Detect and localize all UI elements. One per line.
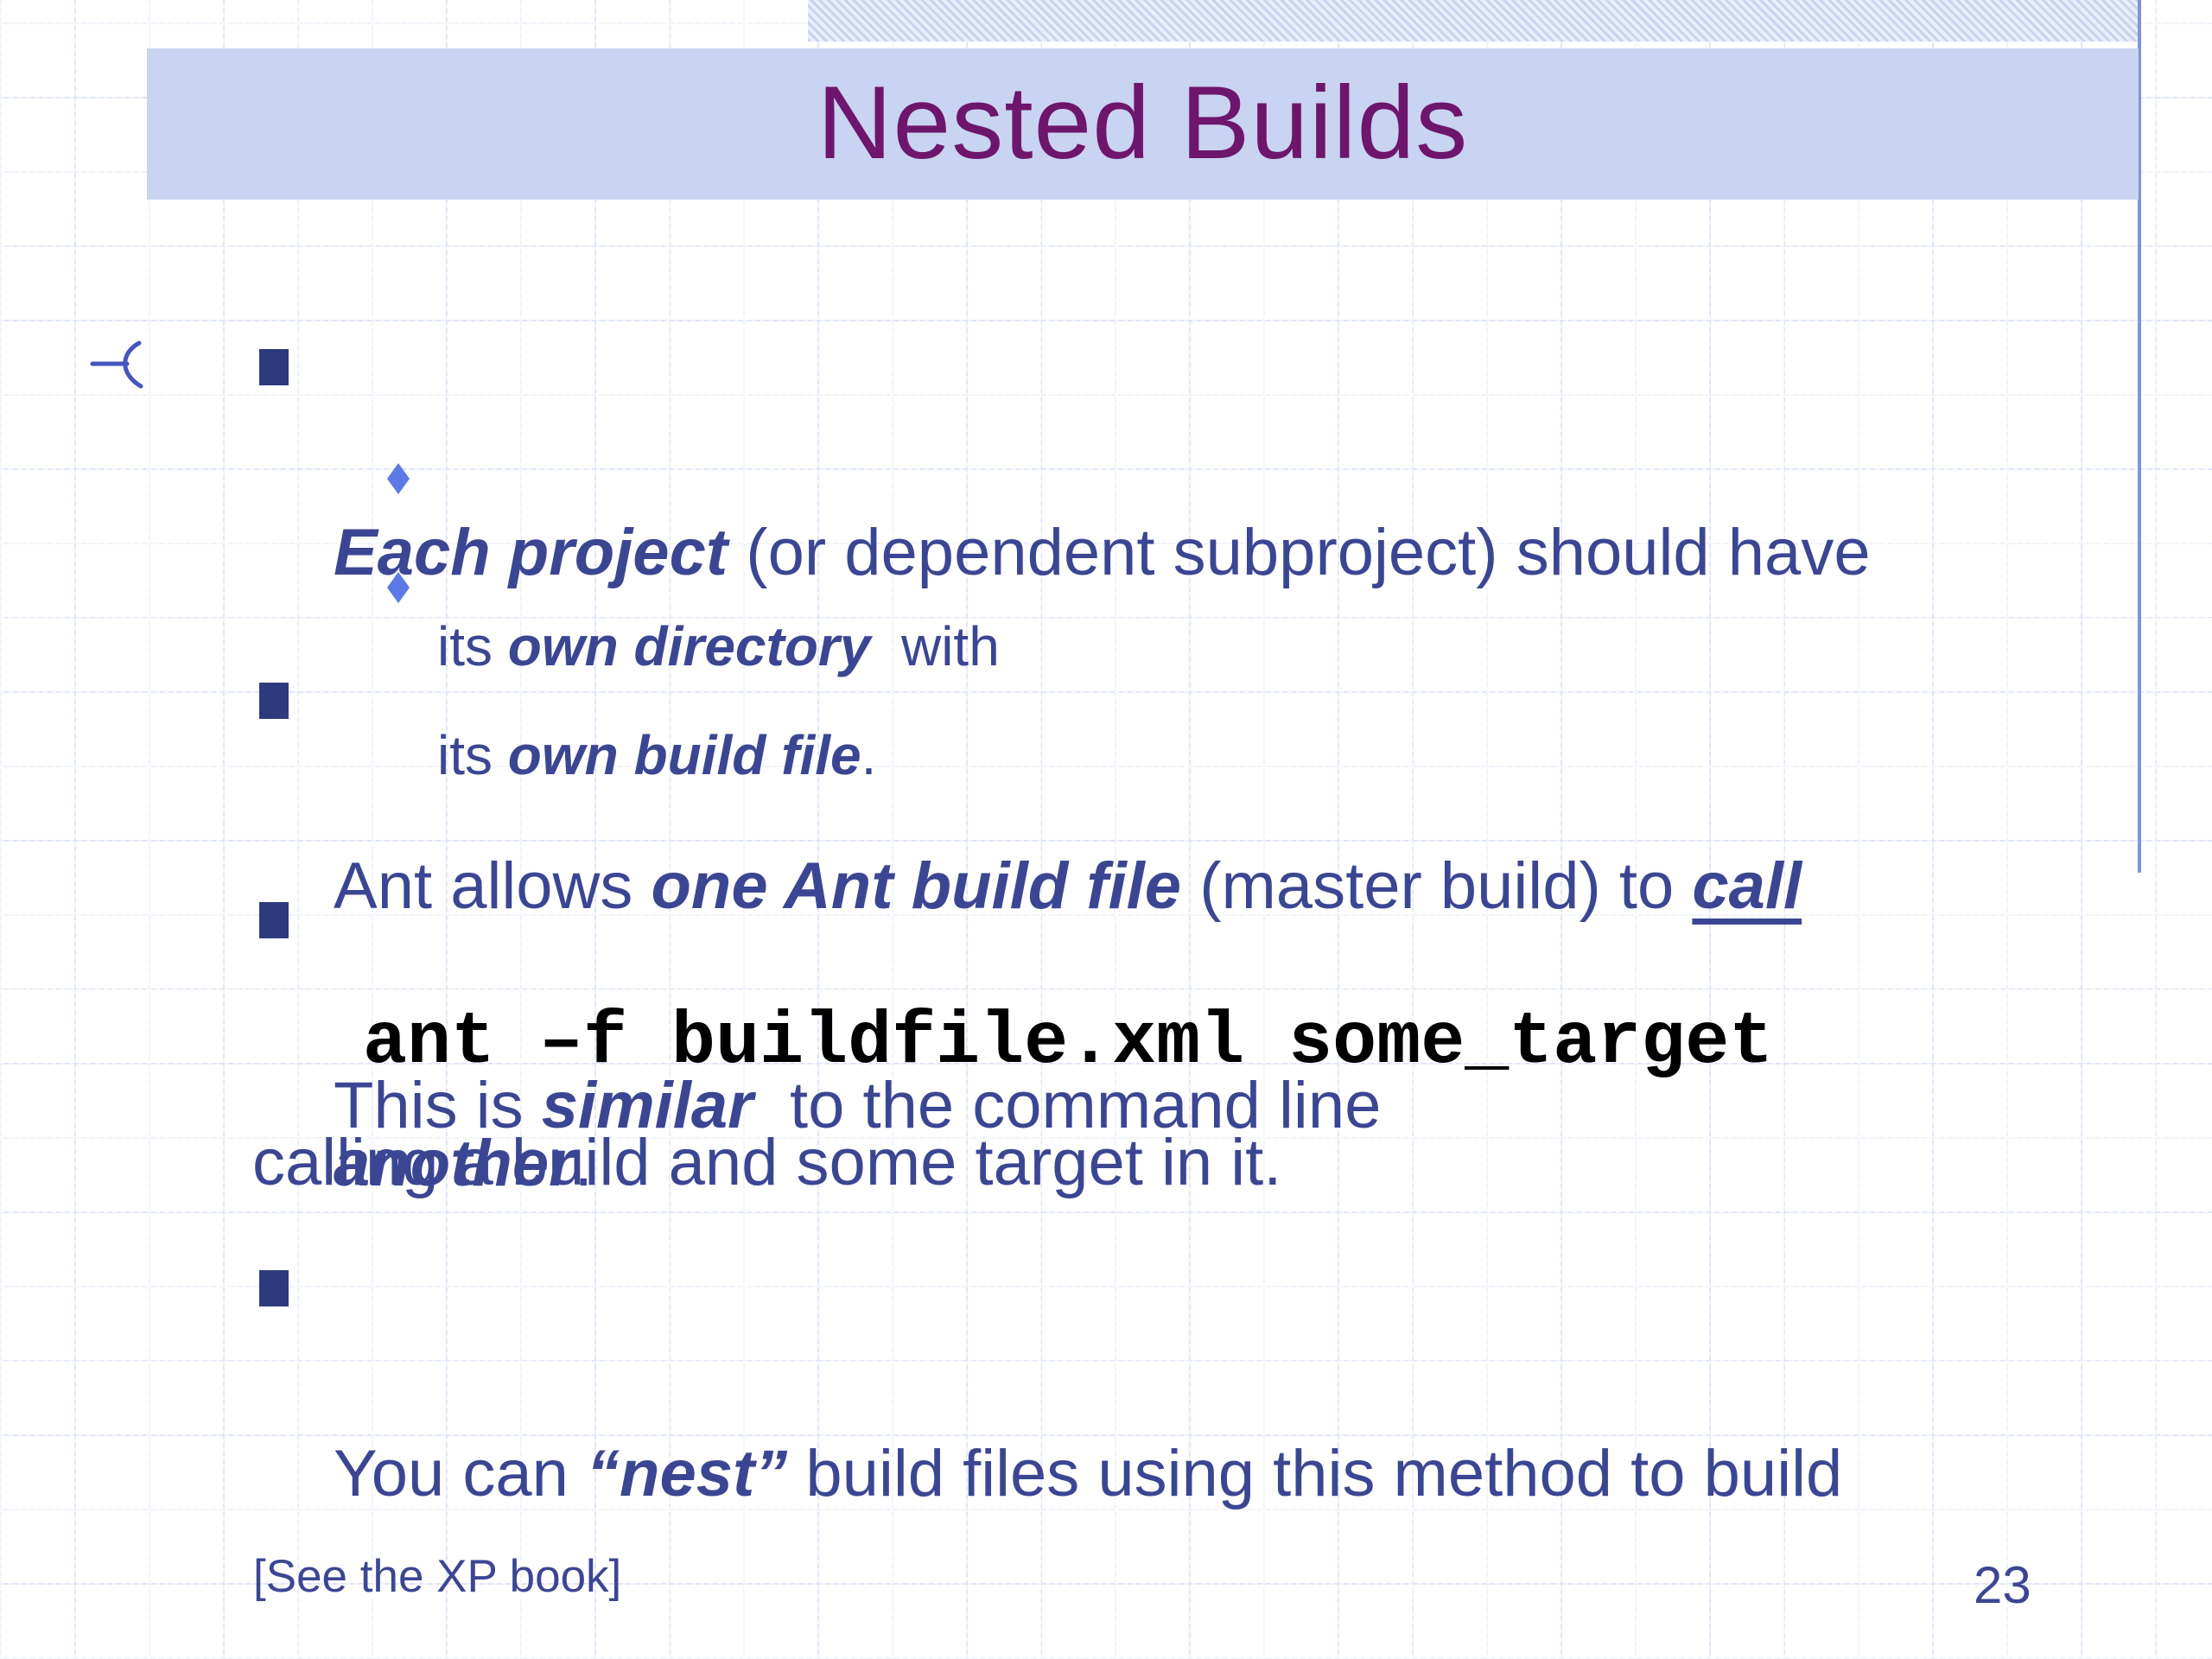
bullet-text: This is similar to the command line [334,874,1381,1337]
body-text: with [870,615,1000,677]
text-line: You can “nest” build files using this me… [334,1427,1842,1520]
body-text: Ant allows [334,849,652,923]
body-text: build files using this method to build [787,1437,1843,1510]
bullet-master-build: Ant allows one Ant build file (master bu… [259,655,2143,1395]
body-text: . [861,724,877,786]
body-text: its [437,724,508,786]
text-line: another. [334,1117,1802,1210]
bullet-square-icon [259,349,289,385]
emphasis-text: own directory [507,615,871,677]
text-line: Each project (or dependent subproject) s… [334,506,1871,599]
text-line: Ant allows one Ant build file (master bu… [334,840,1802,932]
footer-note: [See the XP book] [253,1551,622,1602]
emphasis-text: Each project [334,516,747,589]
bullet-square-icon [259,1270,289,1306]
bullet-diamond-icon [387,572,410,603]
bullet-square-icon [259,902,289,938]
page-number: 23 [1974,1556,2031,1614]
body-text: its [437,615,508,677]
body-text: You can [334,1437,588,1510]
callout-arrow-icon [90,340,143,389]
title-banner: Nested Builds [147,48,2139,200]
right-border-line [2138,0,2141,873]
text-line: This is similar to the command line [334,1059,1381,1152]
bullet-similar-command-line: This is similar to the command line [259,874,2143,1337]
bullet-text: its own build file. [437,548,876,963]
body-text: to the command line [753,1069,1382,1142]
bullet-each-project: Each project (or dependent subproject) s… [259,321,2143,784]
emphasis-text: “nest” [587,1437,788,1510]
bullet-nest-build-files: You can “nest” build files using this me… [259,1243,2143,1659]
text-line: its own directory with [437,605,1000,688]
bullet-text: Each project (or dependent subproject) s… [334,321,1871,784]
body-text: (master build) to [1181,849,1693,923]
body-text: . [574,1127,593,1200]
text-line: its own build file. [437,714,876,797]
emphasis-text: another [334,1127,575,1200]
emphasis-underline-text: call [1692,849,1802,923]
body-text: This is [334,1069,542,1142]
top-hatch-band [808,0,2141,41]
bullet-square-icon [259,683,289,719]
calling-build-text: calling a build and some target in it. [252,1126,1282,1199]
emphasis-text: one Ant build file [651,849,1182,923]
bullet-diamond-icon [387,463,410,494]
emphasis-text: similar [541,1069,753,1142]
body-text: (or dependent subproject) should have [746,516,1871,589]
bullet-text: Ant allows one Ant build file (master bu… [334,655,1802,1395]
subbullet-own-directory: its own directory with [387,439,2029,854]
subbullet-own-build-file: its own build file. [387,548,2029,963]
slide-title: Nested Builds [817,65,1469,181]
bullet-text: its own directory with [437,439,1000,854]
code-command-line: ant –f buildfile.xml some_target [363,1001,1774,1084]
bullet-text: You can “nest” build files using this me… [334,1243,1842,1659]
emphasis-text: own build file [507,724,861,786]
